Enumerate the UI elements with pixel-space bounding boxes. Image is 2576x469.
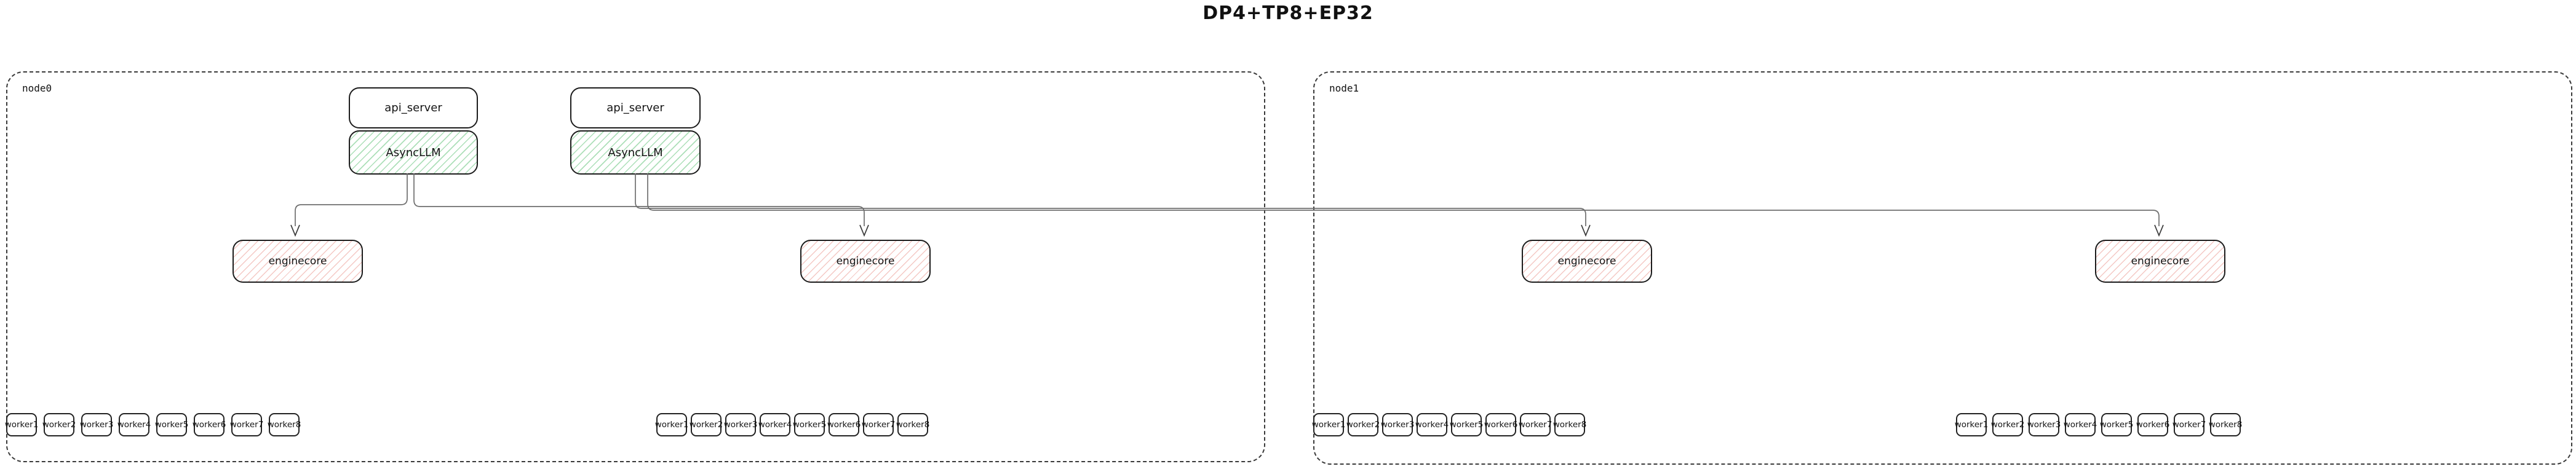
worker-box: worker6 <box>193 413 226 436</box>
worker-box: worker1 <box>5 413 38 436</box>
enginecore-label: enginecore <box>836 255 895 267</box>
asyncllm-box-1: AsyncLLM <box>349 130 478 175</box>
worker-box: worker2 <box>42 413 76 436</box>
api-server-label: api_server <box>384 101 442 114</box>
worker-group-3: worker1 worker2 worker3 worker4 worker5 … <box>1312 413 1586 436</box>
diagram-title: DP4+TP8+EP32 <box>1203 2 1373 24</box>
worker-box: worker4 <box>117 413 151 436</box>
worker-box: worker7 <box>862 413 895 436</box>
node-container-1: node1 enginecore enginecore worker1 work… <box>1312 71 2572 465</box>
worker-box: worker4 <box>1415 413 1449 436</box>
asyncllm-label: AsyncLLM <box>608 146 663 159</box>
node0-label: node0 <box>22 82 52 94</box>
worker-box: worker3 <box>80 413 113 436</box>
worker-box: worker2 <box>1991 413 2024 436</box>
worker-box: worker6 <box>1484 413 1517 436</box>
worker-box: worker4 <box>758 413 792 436</box>
worker-group-4: worker1 worker2 worker3 worker4 worker5 … <box>1955 413 2242 436</box>
worker-box: worker5 <box>1450 413 1483 436</box>
worker-box: worker5 <box>793 413 826 436</box>
enginecore-box-2: enginecore <box>800 240 931 283</box>
worker-box: worker6 <box>2136 413 2169 436</box>
worker-group-2: worker1 worker2 worker3 worker4 worker5 … <box>655 413 929 436</box>
worker-box: worker2 <box>690 413 723 436</box>
worker-box: worker8 <box>2209 413 2242 436</box>
worker-box: worker3 <box>1381 413 1414 436</box>
node-container-0: node0 api_server AsyncLLM api_server Asy… <box>5 71 1265 462</box>
asyncllm-box-2: AsyncLLM <box>570 130 701 175</box>
worker-box: worker5 <box>2100 413 2133 436</box>
api-server-label: api_server <box>606 101 664 114</box>
worker-box: worker1 <box>1955 413 1988 436</box>
enginecore-label: enginecore <box>268 255 327 267</box>
worker-box: worker3 <box>2027 413 2061 436</box>
enginecore-box-3: enginecore <box>1522 240 1652 283</box>
worker-box: worker6 <box>827 413 861 436</box>
api-server-box-2: api_server <box>570 87 701 128</box>
worker-box: worker8 <box>1553 413 1586 436</box>
enginecore-box-1: enginecore <box>233 240 363 283</box>
enginecore-box-4: enginecore <box>2095 240 2225 283</box>
worker-box: worker5 <box>155 413 188 436</box>
worker-box: worker7 <box>230 413 263 436</box>
enginecore-label: enginecore <box>2131 255 2190 267</box>
worker-box: worker8 <box>268 413 301 436</box>
worker-box: worker8 <box>896 413 929 436</box>
worker-box: worker7 <box>2173 413 2206 436</box>
enginecore-label: enginecore <box>1557 255 1616 267</box>
worker-box: worker2 <box>1346 413 1380 436</box>
worker-group-1: worker1 worker2 worker3 worker4 worker5 … <box>5 413 301 436</box>
worker-box: worker3 <box>724 413 757 436</box>
worker-box: worker7 <box>1519 413 1552 436</box>
worker-box: worker1 <box>1312 413 1345 436</box>
asyncllm-label: AsyncLLM <box>386 146 441 159</box>
worker-box: worker1 <box>655 413 688 436</box>
worker-box: worker4 <box>2064 413 2097 436</box>
api-server-box-1: api_server <box>349 87 478 128</box>
node1-label: node1 <box>1329 82 1359 94</box>
